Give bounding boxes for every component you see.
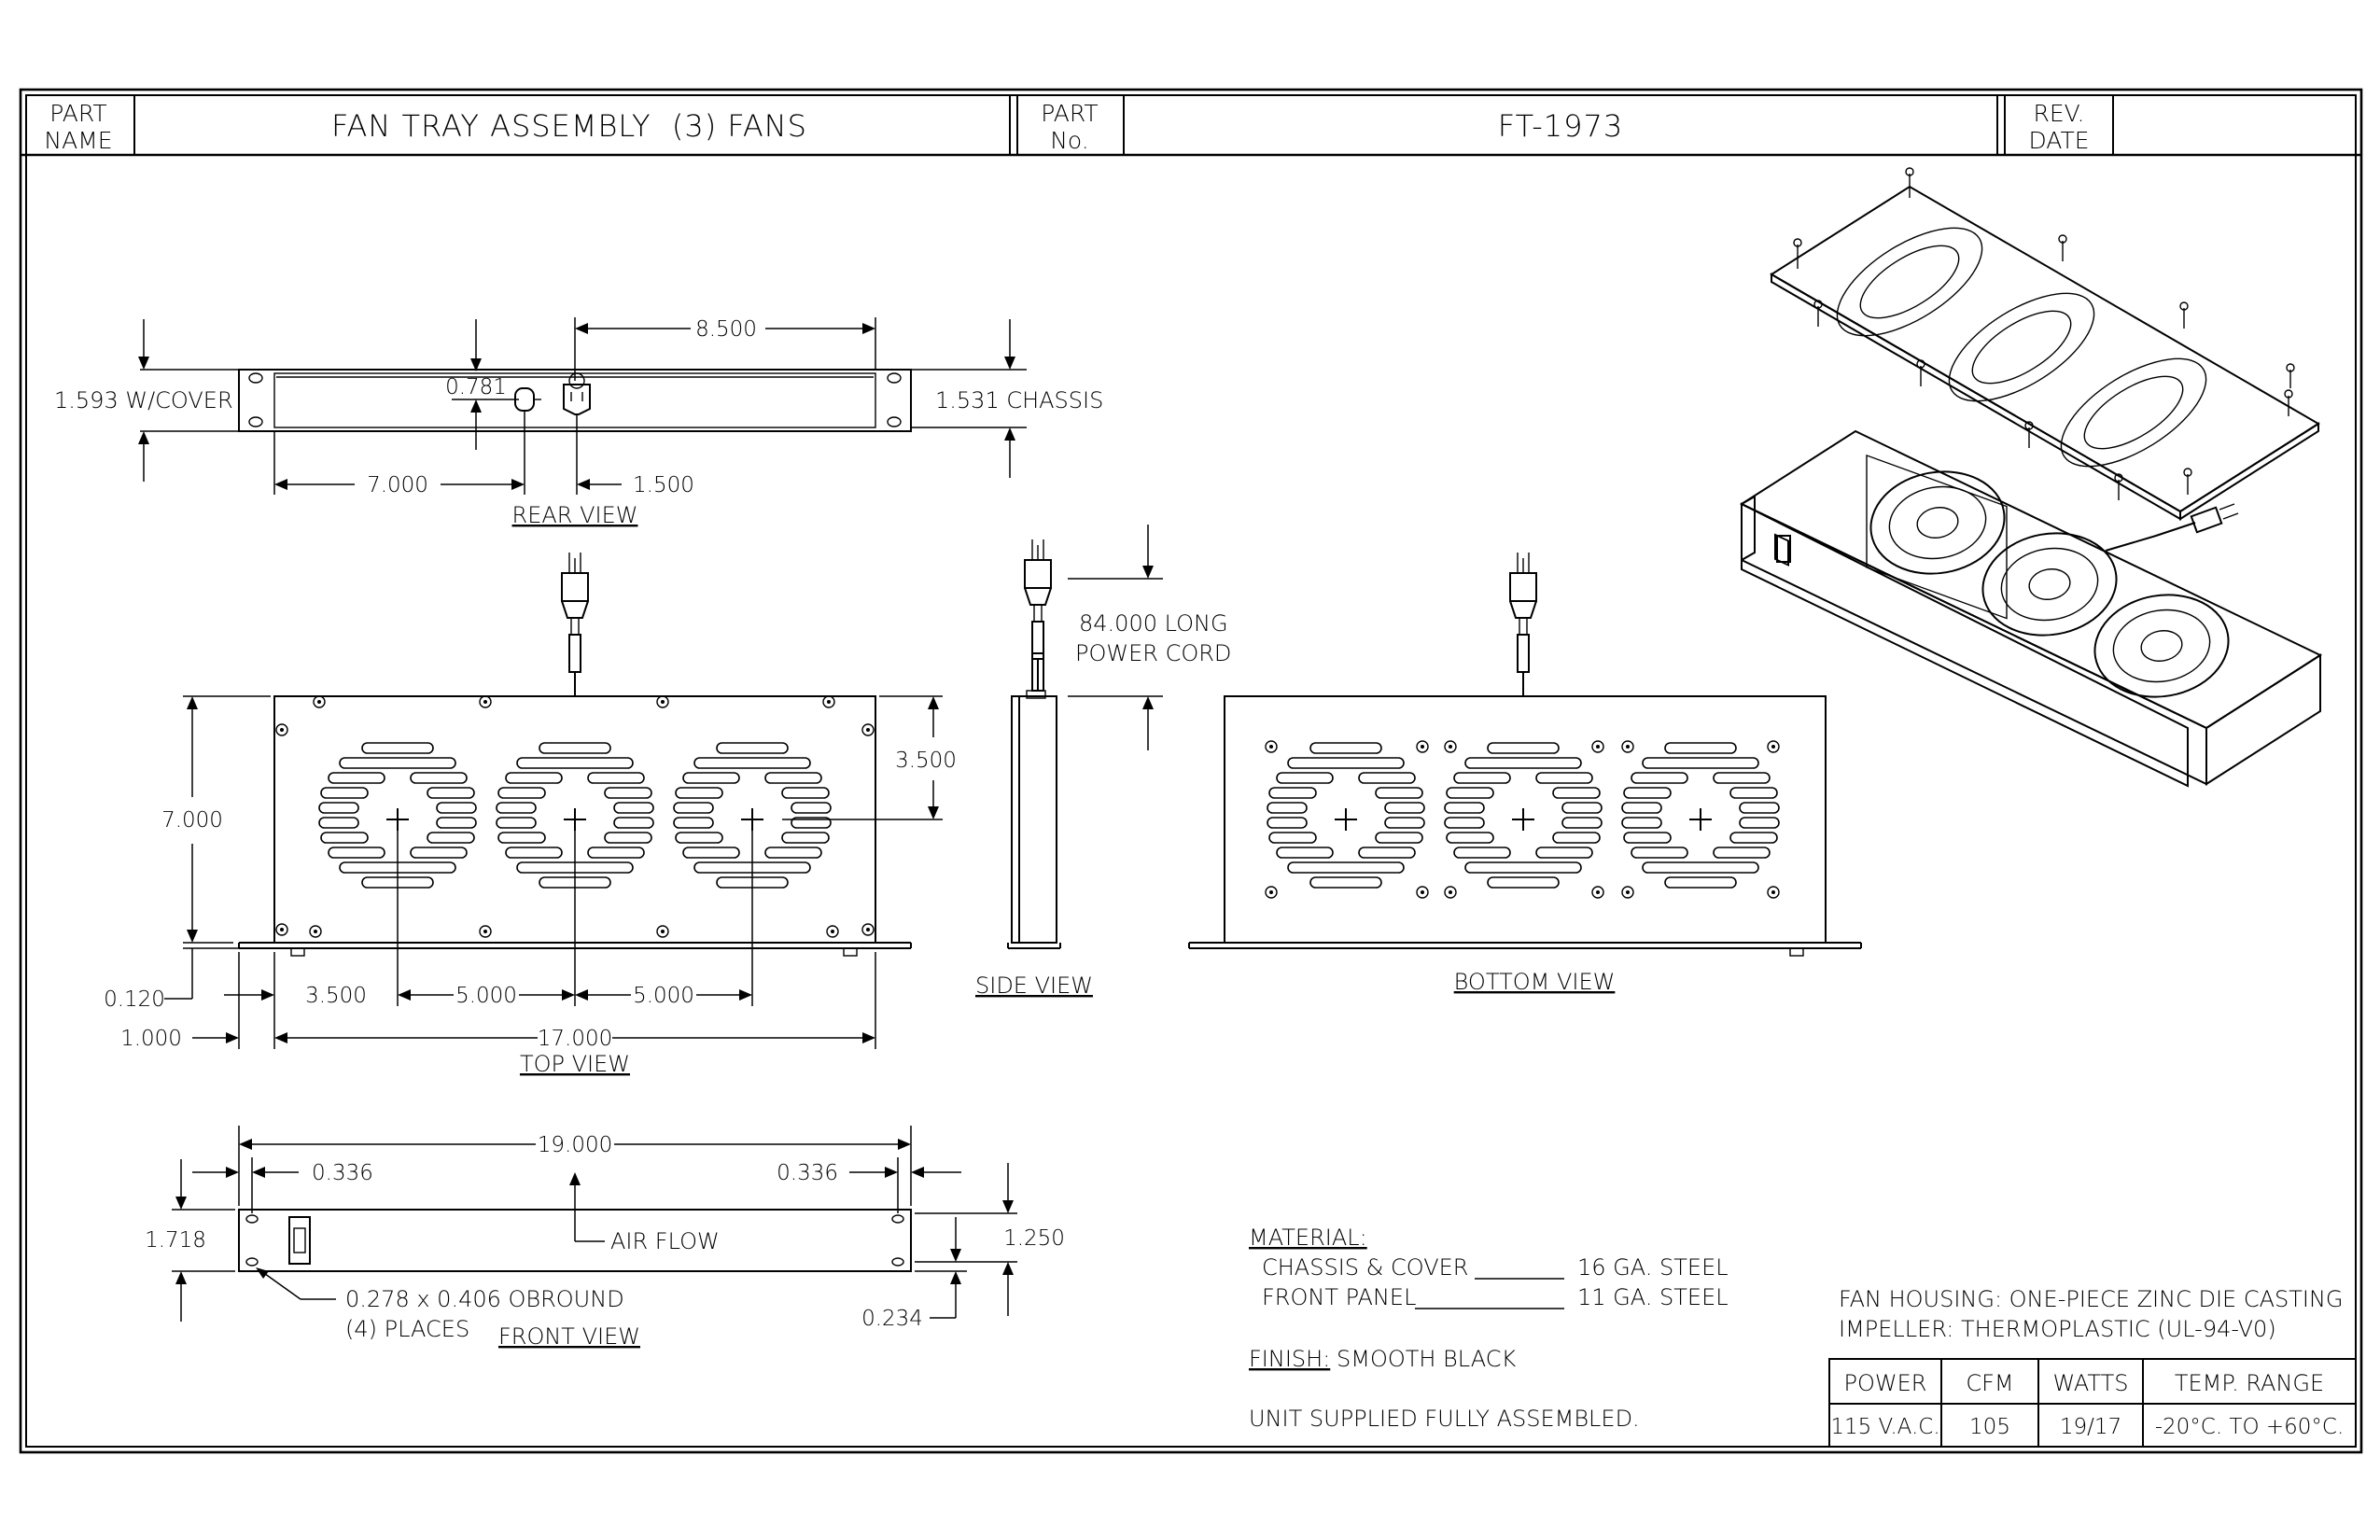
top-dim-0120: 0.120 (104, 987, 165, 1012)
part-no-label-l1: PART (1041, 100, 1098, 127)
front-dim-0336-right: 0.336 (777, 1161, 838, 1185)
cord-dimension: 84.000 LONG POWER CORD (1068, 525, 1231, 750)
spec-value-watts: 19/17 (2060, 1415, 2121, 1439)
bottom-view-label: BOTTOM VIEW (1454, 969, 1616, 995)
spec-value-power: 115 V.A.C. (1830, 1415, 1939, 1439)
front-dim-19000: 19.000 (538, 1133, 612, 1157)
spec-value-temp: -20°C. TO +60°C. (2155, 1415, 2345, 1439)
spec-value-cfm: 105 (1969, 1415, 2010, 1439)
front-dim-1718: 1.718 (145, 1228, 206, 1253)
fan-housing-note: FAN HOUSING: ONE-PIECE ZINC DIE CASTING (1839, 1286, 2344, 1312)
side-view-label: SIDE VIEW (975, 973, 1093, 999)
material-label: MATERIAL: (1249, 1225, 1367, 1251)
isometric-assembly (1739, 167, 2323, 788)
rear-view-label: REAR VIEW (512, 502, 638, 528)
spec-header-power: POWER (1844, 1370, 1927, 1396)
top-dim-3500: 3.500 (305, 984, 367, 1008)
front-dim-1250: 1.250 (1003, 1226, 1065, 1251)
chassis-cover-value: 16 GA. STEEL (1577, 1254, 1729, 1281)
rear-dim-1500: 1.500 (633, 473, 694, 497)
finish-label: FINISH: (1249, 1346, 1330, 1372)
fan-notes: FAN HOUSING: ONE-PIECE ZINC DIE CASTING … (1839, 1286, 2344, 1342)
assembled-note: UNIT SUPPLIED FULLY ASSEMBLED. (1249, 1406, 1640, 1432)
side-view: SIDE VIEW (975, 539, 1093, 999)
part-name-label-l1: PART (49, 100, 106, 127)
spec-header-watts: WATTS (2052, 1370, 2128, 1396)
obround-note-l2: (4) PLACES (345, 1316, 469, 1342)
front-dim-0234: 0.234 (861, 1307, 923, 1331)
rear-dim-chassis: 1.531 CHASSIS (935, 387, 1103, 413)
cover-screws (1793, 167, 2295, 500)
top-dim-3500-right: 3.500 (895, 749, 957, 773)
cover-vents (1836, 227, 2207, 468)
finish-value: SMOOTH BLACK (1337, 1346, 1516, 1372)
rev-label-l1: REV. (2034, 100, 2085, 127)
top-view-label: TOP VIEW (520, 1051, 630, 1077)
material-notes: MATERIAL: CHASSIS & COVER 16 GA. STEEL F… (1249, 1225, 1729, 1432)
rear-dimensions: 1.593 W/COVER 1.531 CHASSIS 8.500 0.781 … (54, 317, 1103, 528)
top-dim-17000: 17.000 (538, 1027, 612, 1051)
top-dim-1000: 1.000 (120, 1027, 182, 1051)
sheet-border (19, 88, 2363, 1454)
top-dim-5000-a: 5.000 (455, 984, 517, 1008)
rear-dim-7000: 7.000 (367, 473, 428, 497)
spec-header-temp: TEMP. RANGE (2175, 1370, 2324, 1396)
front-view-label: FRONT VIEW (498, 1323, 640, 1350)
rev-label-l2: DATE (2028, 127, 2089, 154)
top-dimensions: 7.000 3.500 0.120 1.000 3.500 5.000 5.00… (104, 695, 957, 1077)
front-panel-value: 11 GA. STEEL (1577, 1284, 1729, 1310)
top-dim-5000-b: 5.000 (633, 984, 694, 1008)
front-dim-0336-left: 0.336 (312, 1161, 373, 1185)
spec-header-cfm: CFM (1966, 1370, 2013, 1396)
part-no-label-l2: No. (1050, 127, 1089, 154)
part-name-value: FAN TRAY ASSEMBLY (3) FANS (331, 108, 807, 144)
air-flow-label: AIR FLOW (610, 1228, 720, 1254)
spec-table: POWER CFM WATTS TEMP. RANGE 115 V.A.C. 1… (1828, 1358, 2357, 1448)
rear-dim-cover: 1.593 W/COVER (54, 387, 233, 413)
rear-dim-0781: 0.781 (445, 375, 507, 399)
front-dimensions: 19.000 0.336 0.336 1.718 1.250 0.23 (145, 1126, 1065, 1350)
power-switch (288, 1216, 311, 1265)
cord-length-l1: 84.000 LONG (1079, 610, 1228, 637)
part-no-value: FT-1973 (1498, 108, 1623, 144)
iso-fans (1866, 454, 2230, 698)
impeller-note: IMPELLER: THERMOPLASTIC (UL-94-V0) (1839, 1316, 2276, 1342)
chassis-cover-label: CHASSIS & COVER (1262, 1254, 1468, 1281)
inner-border (25, 94, 2357, 1448)
obround-note-l1: 0.278 x 0.406 OBROUND (345, 1286, 624, 1312)
bottom-view: BOTTOM VIEW (1188, 552, 1862, 995)
top-dim-7000: 7.000 (161, 808, 223, 833)
rear-dim-8500: 8.500 (695, 317, 757, 342)
cord-length-l2: POWER CORD (1075, 640, 1231, 666)
part-name-label-l2: NAME (44, 127, 112, 154)
front-panel-label: FRONT PANEL (1262, 1284, 1416, 1310)
